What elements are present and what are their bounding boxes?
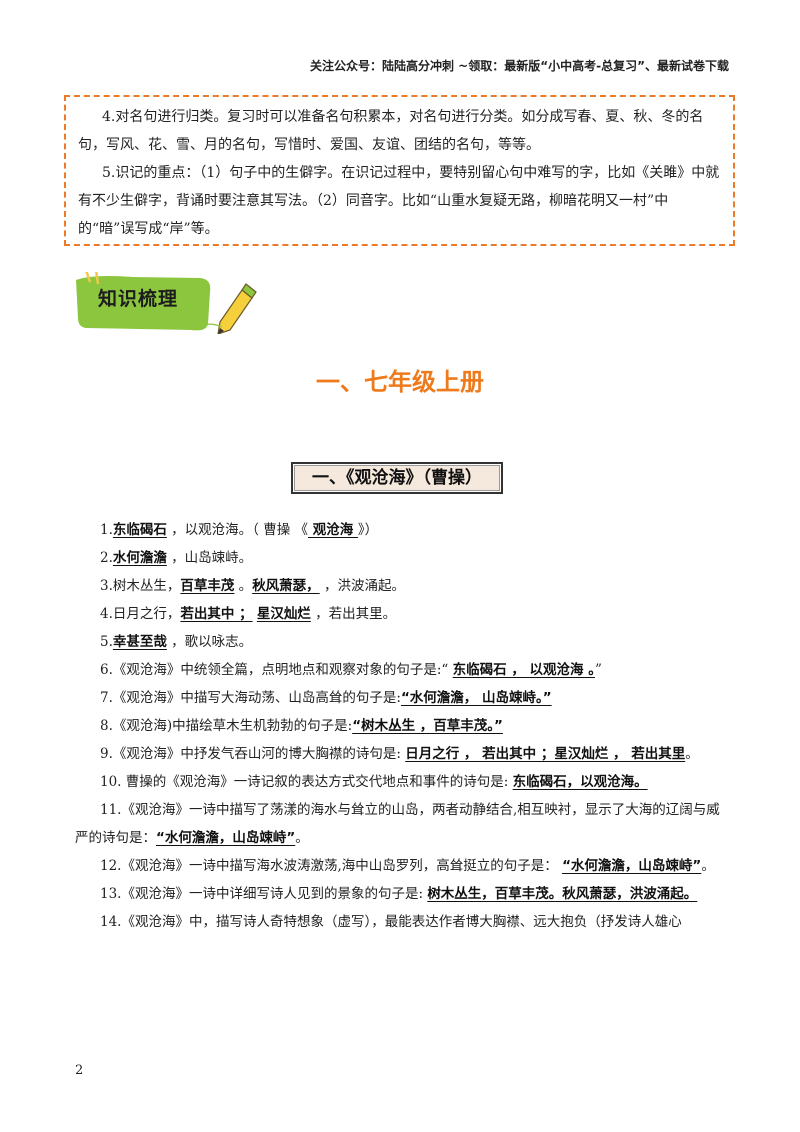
question-text: 8.《观沧海)中描绘草木生机勃勃的句子是: <box>100 718 353 734</box>
answer-text: 星汉灿烂 <box>256 606 311 622</box>
question-item: 7.《观沧海》中描写大海动荡、山岛高耸的句子是:“水何澹澹， 山岛竦峙。” <box>75 684 730 712</box>
page-number: 2 <box>75 1063 84 1078</box>
answer-text: “水何澹澹， 山岛竦峙。” <box>400 690 552 706</box>
question-item: 2.水何澹澹 ，山岛竦峙。 <box>75 544 730 572</box>
question-text: ，山岛竦峙。 <box>166 550 253 566</box>
question-item: 5.幸甚至哉 ，歌以咏志。 <box>75 628 730 656</box>
answer-text: 若出其中 ； <box>180 606 253 622</box>
question-text: 10. 曹操的《观沧海》一诗记叙的表达方式交代地点和事件的诗句是: <box>100 774 513 790</box>
question-text: 。 <box>295 830 309 846</box>
page-title: 一、七年级上册 <box>316 368 484 396</box>
question-text: ，若出其里。 <box>310 606 397 622</box>
question-text: ，洪波涌起。 <box>319 578 405 594</box>
question-item: 3.树木丛生，百草丰茂 。秋风萧瑟， ，洪波涌起。 <box>75 572 730 600</box>
question-text: 13.《观沧海》一诗中详细写诗人见到的景象的句子是: <box>100 886 428 902</box>
answer-text: 百草丰茂 <box>180 578 235 594</box>
question-text: 5. <box>100 634 113 650</box>
question-text: ” <box>594 662 602 678</box>
answer-text: 东临碣石 ， 以观沧海 。 <box>452 662 595 678</box>
question-item: 12.《观沧海》一诗中描写海水波涛激荡,海中山岛罗列，高耸挺立的句子是： “水何… <box>75 852 730 880</box>
answer-text: 秋风萧瑟， <box>252 578 320 594</box>
question-text: 14.《观沧海》中，描写诗人奇特想象（虚写），最能表达作者博大胸襟、远大抱负（抒… <box>100 914 682 930</box>
question-text: ，以观沧海。（ 曹操 《 <box>166 522 309 538</box>
answer-text: 水何澹澹 <box>112 550 167 566</box>
question-item: 11.《观沧海》一诗中描写了荡漾的海水与耸立的山岛，两者动静结合,相互映衬，显示… <box>75 796 730 852</box>
question-text: 7.《观沧海》中描写大海动荡、山岛高耸的句子是: <box>100 690 401 706</box>
question-text: 1. <box>100 522 113 538</box>
tip-paragraph: 5.识记的重点：（1）句子中的生僻字。在识记过程中，要特别留心句中难写的字，比如… <box>78 165 720 237</box>
question-list: 1.东临碣石 ，以观沧海。（ 曹操 《 观沧海 》）2.水何澹澹 ，山岛竦峙。3… <box>75 516 730 936</box>
section-subtitle: 一、《观沧海》（曹操） <box>294 465 500 491</box>
section-tag-badge <box>76 272 257 334</box>
question-text: 3.树木丛生， <box>100 578 181 594</box>
question-item: 9.《观沧海》中抒发气吞山河的博大胸襟的诗句是: 日月之行 ， 若出其中 ；星汉… <box>75 740 730 768</box>
question-item: 8.《观沧海)中描绘草木生机勃勃的句子是:“树木丛生 ，百草丰茂。” <box>75 712 730 740</box>
question-text: 。 <box>685 746 699 762</box>
tip-paragraph: 4.对名句进行归类。复习时可以准备名句积累本，对名句进行分类。如分成写春、夏、秋… <box>78 109 704 153</box>
header-promo: 关注公众号：陆陆高分冲刺 ~领取：最新版“小中高考-总复习”、最新试卷下载 <box>310 59 729 73</box>
question-text: 9.《观沧海》中抒发气吞山河的博大胸襟的诗句是: <box>100 746 406 762</box>
answer-text: “水何澹澹，山岛竦峙” <box>156 830 296 846</box>
question-text: 。 <box>701 858 715 874</box>
answer-text: “水何澹澹，山岛竦峙” <box>562 858 702 874</box>
question-text: 2. <box>100 550 113 566</box>
question-item: 13.《观沧海》一诗中详细写诗人见到的景象的句子是: 树木丛生，百草丰茂。秋风萧… <box>75 880 730 908</box>
question-text: ，歌以咏志。 <box>166 634 253 650</box>
question-text: 11.《观沧海》一诗中描写了荡漾的海水与耸立的山岛，两者动静结合,相互映衬，显示… <box>75 802 720 846</box>
question-item: 10. 曹操的《观沧海》一诗记叙的表达方式交代地点和事件的诗句是: 东临碣石，以… <box>75 768 730 796</box>
tip-box: 4.对名句进行归类。复习时可以准备名句积累本，对名句进行分类。如分成写春、夏、秋… <box>64 95 735 246</box>
question-item: 14.《观沧海》中，描写诗人奇特想象（虚写），最能表达作者博大胸襟、远大抱负（抒… <box>75 908 730 936</box>
question-text: 。 <box>234 578 253 594</box>
answer-text: 幸甚至哉 <box>112 634 167 650</box>
answer-text: 东临碣石，以观沧海。 <box>512 774 648 790</box>
answer-text: “树木丛生 ，百草丰茂。” <box>352 718 503 734</box>
question-text: 12.《观沧海》一诗中描写海水波涛激荡,海中山岛罗列，高耸挺立的句子是： <box>100 858 563 874</box>
question-text: 》） <box>357 522 379 538</box>
answer-text: 观沧海 <box>308 522 358 538</box>
answer-text: 东临碣石 <box>112 522 167 538</box>
pencil-icon <box>191 283 257 334</box>
question-text: 6.《观沧海》中统领全篇，点明地点和观察对象的句子是:“ <box>100 662 453 678</box>
section-tag-label: 知识梳理 <box>97 288 178 310</box>
question-item: 4.日月之行，若出其中 ； 星汉灿烂 ，若出其里。 <box>75 600 730 628</box>
answer-text: 日月之行 ， 若出其中 ；星汉灿烂 ， 若出其里 <box>405 746 686 762</box>
answer-text: 树木丛生，百草丰茂。秋风萧瑟，洪波涌起。 <box>427 886 698 902</box>
question-text: 4.日月之行， <box>100 606 181 622</box>
question-item: 1.东临碣石 ，以观沧海。（ 曹操 《 观沧海 》） <box>75 516 730 544</box>
question-item: 6.《观沧海》中统领全篇，点明地点和观察对象的句子是:“ 东临碣石 ， 以观沧海… <box>75 656 730 684</box>
